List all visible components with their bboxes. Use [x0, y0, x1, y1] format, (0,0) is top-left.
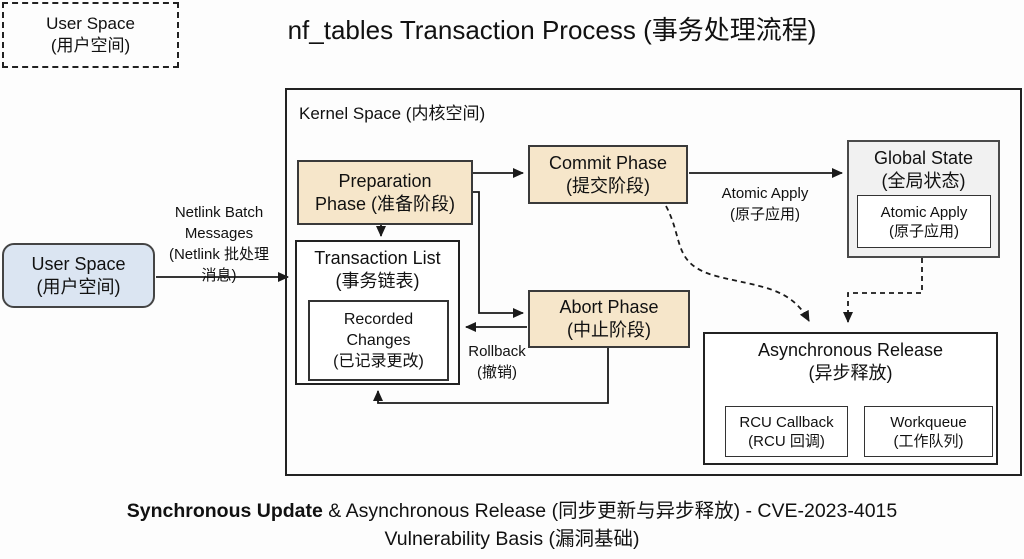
node-workqueue-line1: Workqueue [890, 413, 967, 431]
caption-line1-rest: & Asynchronous Release (同步更新与异步释放) - CVE… [322, 500, 898, 522]
label-atomic-apply-line1: Atomic Apply [721, 185, 809, 202]
caption-line2: Vulnerability Basis (漏洞基础) [384, 528, 640, 550]
kernel-space-box: Kernel Space (内核空间) [285, 88, 1022, 476]
user-space-legend-line2: (用户空间) [50, 36, 131, 55]
kernel-space-label: Kernel Space (内核空间) [299, 104, 486, 123]
node-async-release-line2: (异步释放) [808, 363, 893, 383]
node-preparation-line1: Preparation [338, 170, 432, 191]
node-commit-line2: (提交阶段) [566, 175, 650, 196]
label-netlink-line2: Messages [184, 225, 254, 242]
node-abort-line1: Abort Phase [559, 297, 659, 317]
node-transaction-list: Transaction List (事务链表) Recorded Changes… [295, 240, 460, 385]
caption-line1: Synchronous Update & Asynchronous Releas… [0, 497, 1024, 525]
node-recorded-changes-line1: Recorded [343, 311, 414, 328]
node-transaction-list-line2: (事务链表) [335, 271, 420, 291]
node-rcu-callback-line1: RCU Callback [739, 413, 834, 431]
node-abort-phase: Abort Phase (中止阶段) [528, 290, 690, 348]
node-rcu-callback-line2: (RCU 回调) [748, 432, 825, 450]
node-atomic-apply: Atomic Apply (原子应用) [857, 195, 991, 248]
label-atomic-apply: Atomic Apply (原子应用) [695, 183, 835, 225]
label-rollback-line1: Rollback [468, 343, 526, 360]
node-abort-line2: (中止阶段) [567, 320, 651, 340]
node-async-release: Asynchronous Release (异步释放) RCU Callback… [703, 332, 998, 465]
node-workqueue: Workqueue (工作队列) [864, 406, 993, 457]
label-netlink-line1: Netlink Batch [174, 204, 264, 221]
node-commit-phase: Commit Phase (提交阶段) [528, 145, 688, 204]
label-rollback-line2: (撤销) [477, 364, 517, 381]
label-netlink-line3: (Netlink 批处理 [168, 246, 269, 263]
node-recorded-changes-line3: (已记录更改) [333, 353, 424, 370]
node-async-release-line1: Asynchronous Release [757, 340, 944, 360]
node-recorded-changes: Recorded Changes (已记录更改) [308, 300, 449, 381]
node-global-state: Global State (全局状态) Atomic Apply (原子应用) [847, 140, 1000, 258]
label-atomic-apply-line2: (原子应用) [730, 206, 800, 223]
label-rollback: Rollback (撤销) [447, 341, 547, 383]
node-rcu-callback: RCU Callback (RCU 回调) [725, 406, 848, 457]
node-global-state-line2: (全局状态) [881, 171, 966, 191]
node-preparation-line2: Phase (准备阶段) [314, 193, 456, 214]
node-atomic-apply-line2: (原子应用) [889, 222, 959, 240]
node-user-space: User Space (用户空间) [2, 243, 155, 308]
label-netlink-batch-messages: Netlink Batch Messages (Netlink 批处理 消息) [140, 202, 298, 286]
node-recorded-changes-line2: Changes [346, 332, 411, 349]
caption-line1-bold: Synchronous Update [126, 500, 323, 522]
user-space-legend-line1: User Space [46, 14, 135, 33]
label-netlink-line4: 消息) [201, 267, 237, 284]
node-user-space-line1: User Space [31, 253, 126, 274]
node-commit-line1: Commit Phase [548, 152, 668, 173]
node-user-space-line2: (用户空间) [36, 276, 121, 297]
page-title: nf_tables Transaction Process (事务处理流程) [287, 15, 817, 45]
caption: Synchronous Update & Asynchronous Releas… [0, 497, 1024, 553]
user-space-legend: User Space (用户空间) [2, 2, 179, 68]
node-transaction-list-line1: Transaction List [314, 248, 441, 268]
node-global-state-line1: Global State [873, 148, 974, 168]
node-workqueue-line2: (工作队列) [893, 432, 964, 450]
node-atomic-apply-line1: Atomic Apply [880, 203, 968, 221]
node-preparation-phase: Preparation Phase (准备阶段) [297, 160, 473, 225]
